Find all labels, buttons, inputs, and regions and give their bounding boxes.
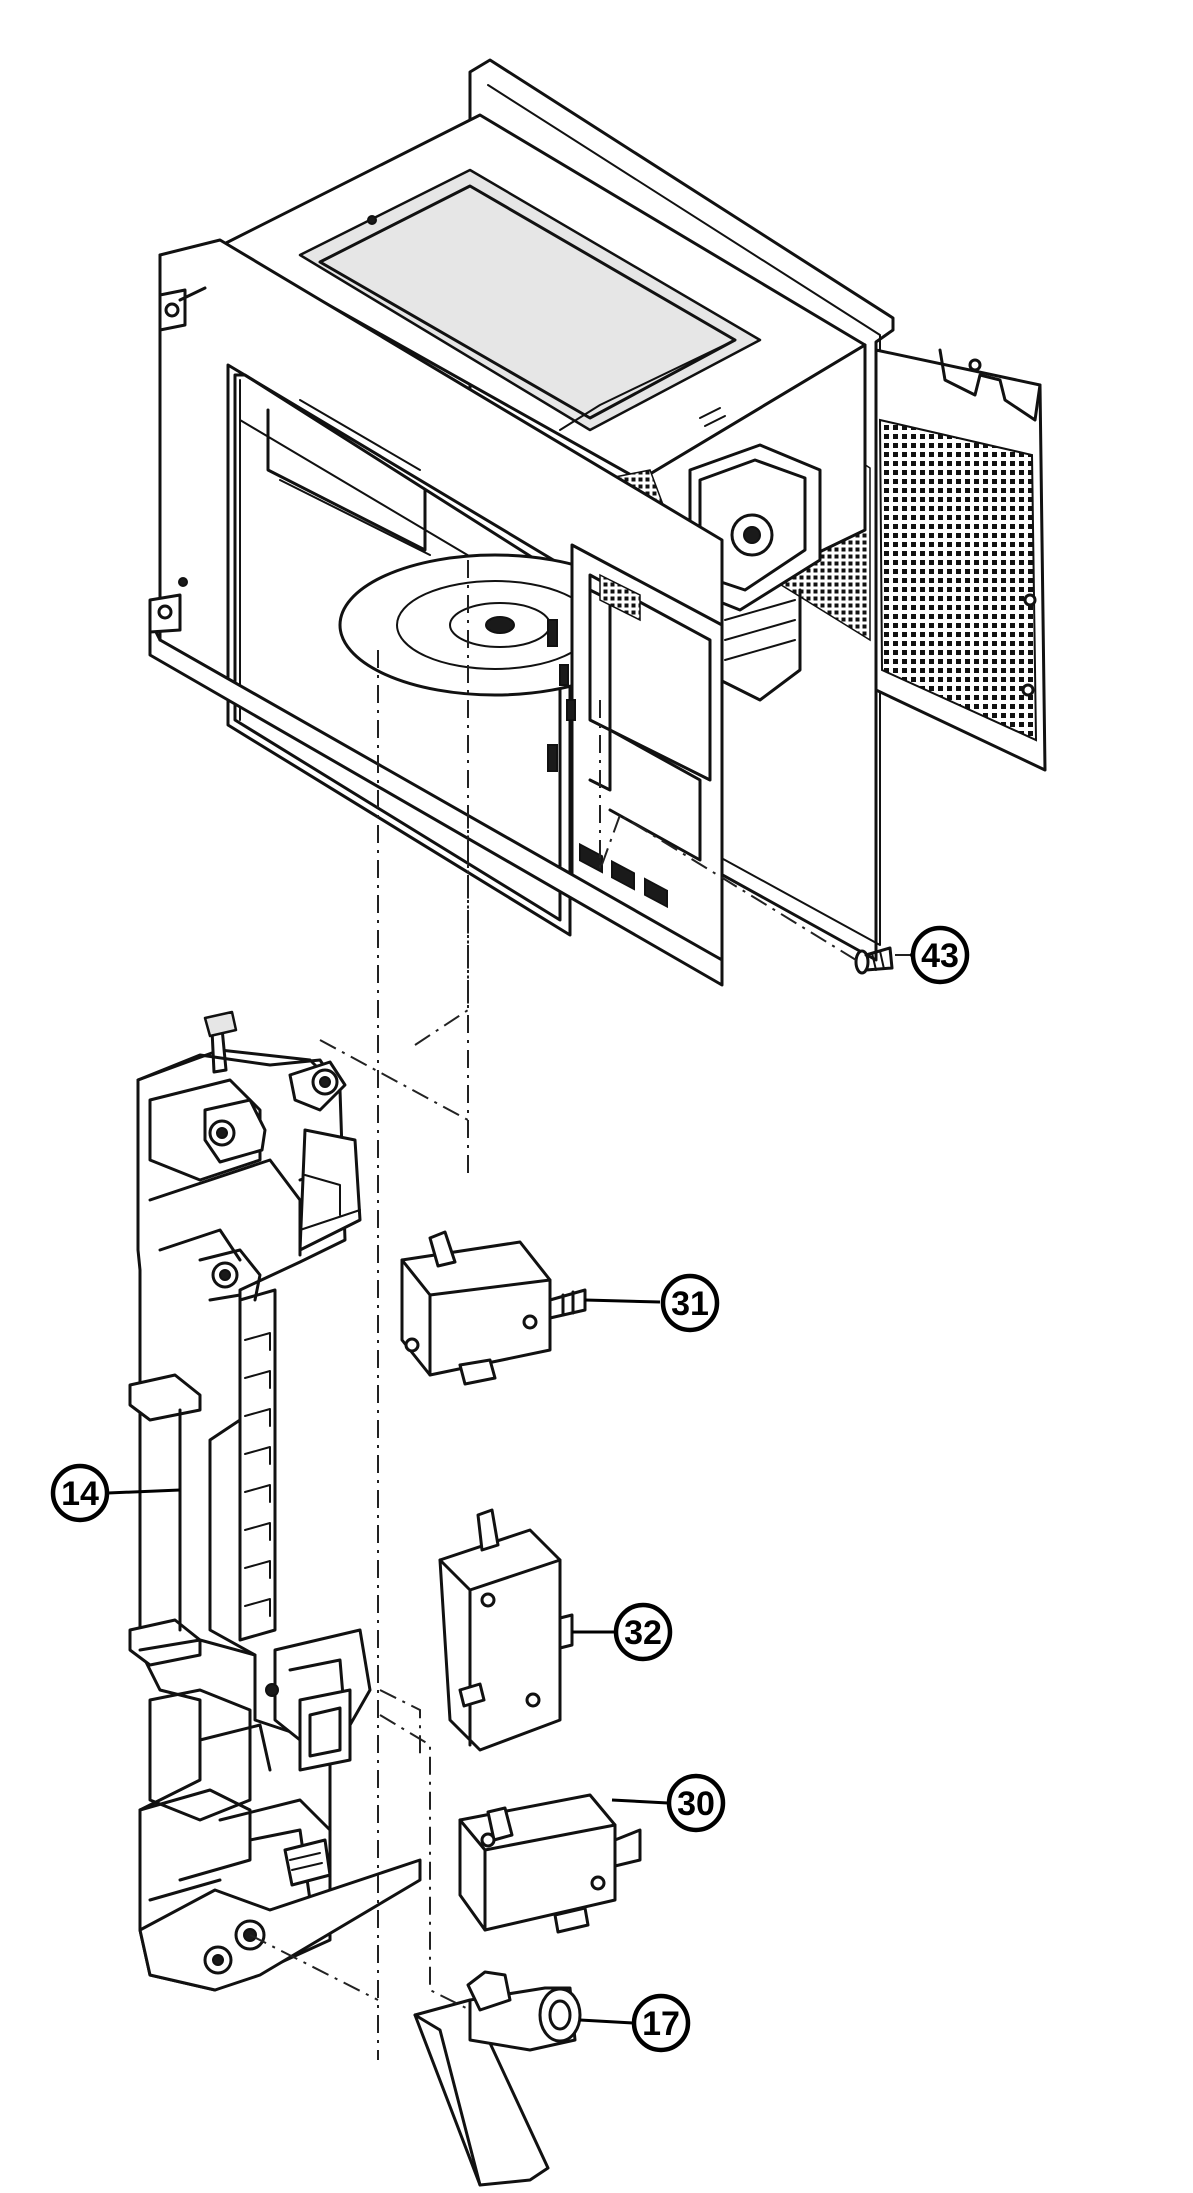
side-panel-vent [878,418,1038,742]
callout-17: 17 [579,1993,691,2053]
lever-part-17 [413,1970,582,2187]
callout-label-30: 30 [677,1785,715,1823]
callout-label-31: 31 [671,1285,709,1323]
callout-label-17: 17 [642,2005,680,2043]
callout-31: 31 [584,1273,720,1333]
callout-label-32: 32 [624,1614,662,1652]
callout-label-14: 14 [61,1475,99,1513]
callout-43: 43 [910,925,970,985]
latch-hook-part-14 [128,1010,422,1992]
callout-30: 30 [611,1773,726,1833]
switch-part-32 [438,1508,574,1752]
callout-14: 14 [50,1463,181,1523]
switch-part-30 [458,1793,642,1934]
assembly-lines [249,560,621,2060]
screw-part-43 [619,814,918,975]
oven-cavity-assembly [148,58,1047,987]
callout-32: 32 [572,1602,673,1662]
callout-label-43: 43 [921,937,959,975]
switch-part-31 [400,1230,587,1386]
